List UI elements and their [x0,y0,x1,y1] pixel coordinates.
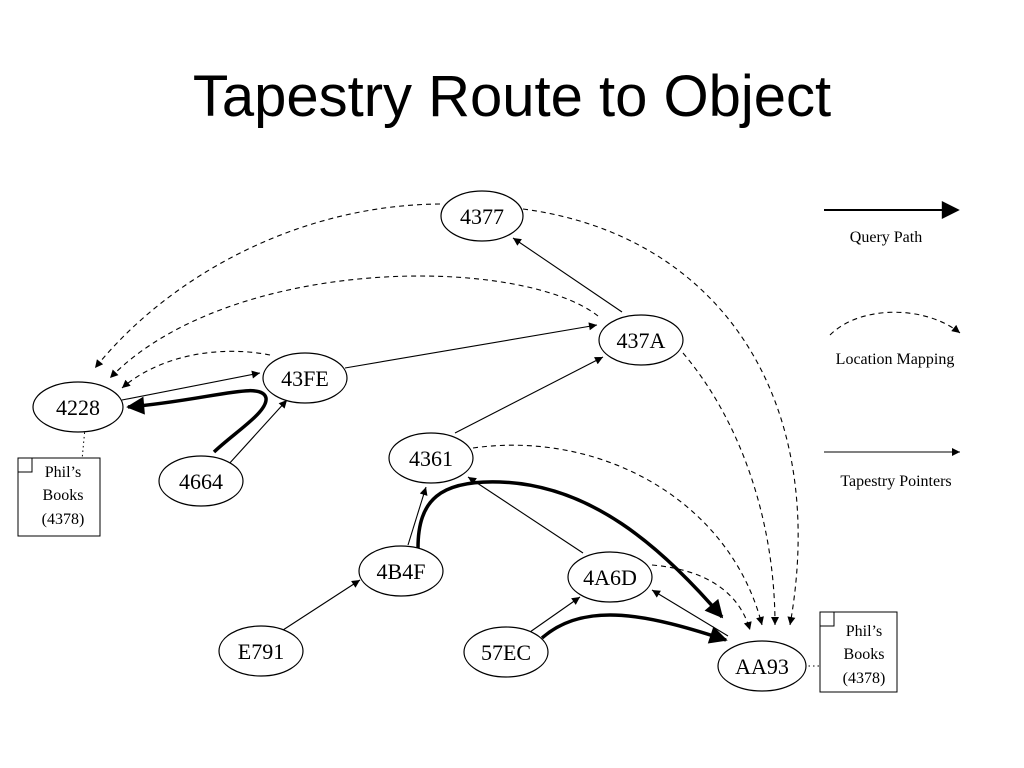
edge-4361-to-AA93 [472,444,764,626]
legend-location-mapping-label: Location Mapping [836,351,955,368]
node-4664: 4664 [158,455,244,507]
node-437A: 437A [598,314,684,366]
document-phils-books-left: Phil’s Books (4378) [17,457,101,537]
node-4B4F: 4B4F [358,545,444,597]
query-edge-4664-to-4228 [126,388,268,454]
node-label: 4377 [460,204,504,229]
edge-4A6D-to-4361 [467,476,584,554]
edge-4A6D-to-AA93 [651,564,752,631]
edge-437A-to-4228 [109,275,599,379]
edge-43FE-to-437A [344,322,598,369]
node-43FE: 43FE [262,352,348,404]
node-label: 43FE [281,366,329,391]
document-icon [17,457,101,537]
edge-E791-to-4B4F [282,579,361,631]
document-line: Phil’s [45,464,81,481]
query-edge-4B4F-to-AA93 [416,480,724,619]
document-line: Books [844,646,885,663]
query-path-edges [126,388,728,644]
edge-43FE-to-4228 [121,350,271,389]
legend-location-mapping-swatch [829,311,961,336]
edge-437A-to-AA93 [682,352,779,626]
edge-4228-to-43FE [121,370,261,401]
node-E791: E791 [218,625,304,677]
node-label: 437A [617,328,666,353]
document-phils-books-right: Phil’s Books (4378) [819,611,898,693]
query-edge-57EC-to-AA93 [540,613,728,644]
node-label: 4361 [409,446,453,471]
node-AA93: AA93 [717,640,807,692]
document-line: (4378) [42,511,85,528]
legend: Query Path Location Mapping Tapestry Poi… [824,201,961,490]
edge-4377-to-AA93 [522,208,799,626]
document-line: (4378) [843,670,886,687]
node-57EC: 57EC [463,626,549,678]
node-label: 4228 [56,395,100,420]
node-4A6D: 4A6D [567,551,653,603]
node-label: 4A6D [583,565,637,590]
legend-tapestry-pointers-label: Tapestry Pointers [840,473,951,490]
document-line: Books [43,487,84,504]
node-label: 57EC [481,640,531,665]
location-mapping-edges [94,203,799,631]
node-4377: 4377 [440,190,524,242]
edge-57EC-to-4A6D [529,596,581,633]
legend-query-path: Query Path [824,201,960,246]
edge-437A-to-4377 [512,237,623,313]
node-label: E791 [238,639,284,664]
edge-4377-to-4228 [94,203,441,369]
nodes: 4377 437A 43FE 4228 4664 4361 4B4F E791 [32,190,807,692]
node-label: 4664 [179,469,223,494]
edge-4664-to-43FE [227,399,288,466]
legend-tapestry-pointers: Tapestry Pointers [824,448,960,490]
document-line: Phil’s [846,623,882,640]
edge-4B4F-to-4361 [407,486,428,546]
node-label: 4B4F [377,559,426,584]
document-icon [819,611,898,693]
slide-title: Tapestry Route to Object [192,64,832,129]
legend-query-path-label: Query Path [850,229,922,246]
node-4228: 4228 [32,381,124,433]
document-links [81,427,820,667]
doc-link-left [81,427,86,461]
node-4361: 4361 [388,432,474,484]
edge-4361-to-437A [454,356,604,434]
node-label: AA93 [735,654,789,679]
legend-location-mapping: Location Mapping [829,311,961,368]
